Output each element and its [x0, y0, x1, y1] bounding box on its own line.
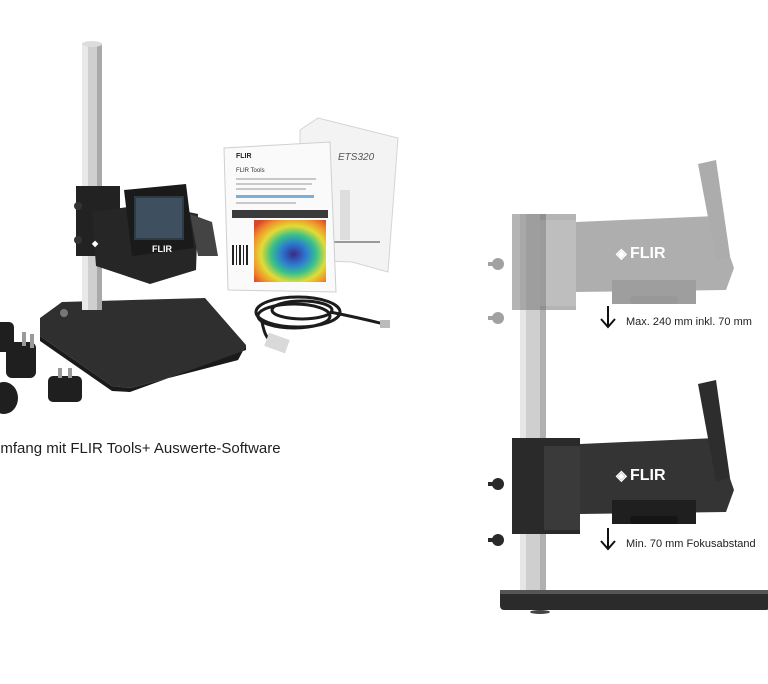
booklet-title: FLIR Tools	[236, 168, 265, 174]
lower-camera-logo: FLIR	[630, 467, 666, 484]
diagram-base	[500, 590, 768, 610]
min-focus-label: Min. 70 mm Fokusabstand	[626, 538, 756, 550]
down-arrow-icon	[600, 528, 616, 551]
booklet-brand: FLIR	[236, 153, 252, 160]
max-height-label: Max. 240 mm inkl. 70 mm	[626, 316, 752, 328]
stand-base	[40, 298, 246, 388]
svg-text:◆: ◆	[91, 239, 99, 248]
svg-text:◈: ◈	[615, 245, 628, 261]
stand-height-diagram: FLIR ◈ FLIR ◈	[488, 160, 768, 614]
usb-cable	[254, 295, 385, 344]
usb-connector	[264, 332, 290, 354]
svg-text:◈: ◈	[615, 467, 628, 483]
upper-camera-logo: FLIR	[630, 245, 666, 262]
down-arrow-icon	[600, 306, 616, 329]
kit-caption: umfang mit FLIR Tools+ Auswerte-Software	[0, 440, 281, 457]
usb-plug	[380, 320, 390, 328]
camera-logo: FLIR	[152, 244, 172, 254]
product-kit-illustration: ETS320 FLIR FLIR Tools	[0, 41, 399, 414]
camera-unit: FLIR ◆	[74, 184, 218, 284]
software-booklet: FLIR FLIR Tools	[223, 141, 337, 293]
lower-camera: FLIR ◈	[488, 380, 734, 546]
manual-title: ETS320	[338, 152, 375, 163]
upper-camera: FLIR ◈	[488, 160, 734, 324]
power-adapters	[0, 322, 82, 414]
